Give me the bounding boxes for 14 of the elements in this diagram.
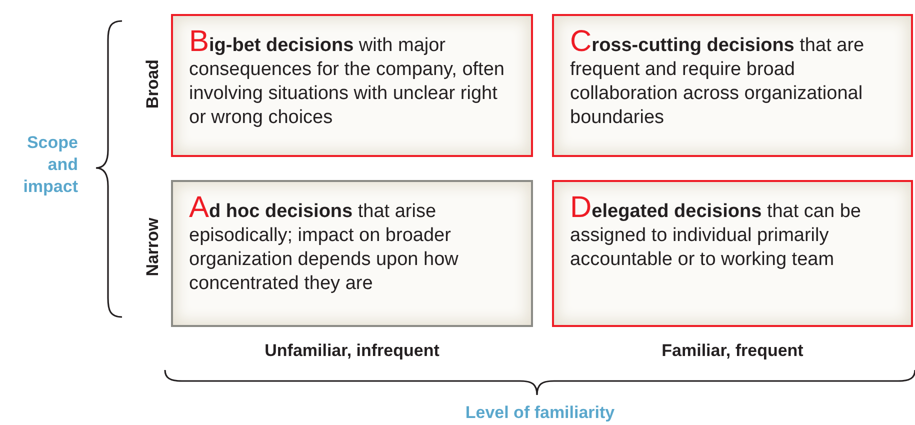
decision-text: Big-bet decisions with major consequences for the company, often involving situations with unclear right or wrong choices xyxy=(189,30,506,130)
column-label: Familiar, frequent xyxy=(660,341,804,361)
decision-text: Ad hoc decisions that arise episodically; impact on broader organization depends upon how concentrated they are xyxy=(189,196,460,296)
decision-box xyxy=(552,14,913,157)
column-label: Unfamiliar, infrequent xyxy=(264,341,440,361)
decision-box xyxy=(552,180,913,327)
axis-title: Scope and impact xyxy=(22,132,78,198)
row-label: Narrow xyxy=(143,216,163,278)
decision-box xyxy=(171,14,533,157)
decision-text: Cross-cutting decisions that are frequent and require broad collaboration across organizational boundaries xyxy=(570,30,866,130)
row-label: Broad xyxy=(143,58,163,111)
axis-title: Level of familiarity xyxy=(464,402,616,424)
decision-box xyxy=(171,180,533,327)
decision-text: Delegated decisions that can be assigned to individual primarily accountable or to working team xyxy=(570,196,862,272)
